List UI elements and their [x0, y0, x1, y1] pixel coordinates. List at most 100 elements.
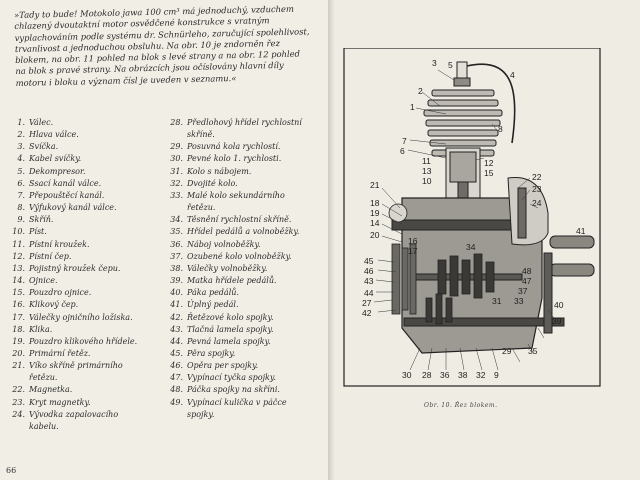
- parts-list-item: kabelu.: [8, 421, 158, 433]
- label-7: 7: [402, 136, 407, 146]
- label-42: 42: [362, 308, 372, 318]
- part-name: spojky.: [187, 409, 215, 419]
- parts-list-item: 42.Řetězové kolo spojky.: [167, 312, 327, 324]
- part-name: Tlačná lamela spojky.: [187, 324, 274, 334]
- part-number: [167, 129, 187, 141]
- part-name: Pevná lamela spojky.: [187, 336, 271, 346]
- label-36: 36: [440, 370, 450, 380]
- label-29: 29: [502, 346, 512, 356]
- part-name: Vypínací kulička v páčce: [187, 397, 287, 407]
- part-name: Klika.: [29, 324, 53, 334]
- part-name: Pístní kroužek.: [29, 239, 90, 249]
- parts-list-item: 31.Kolo s nábojem.: [167, 166, 327, 178]
- parts-list-item: 6.Ssací kanál válce.: [8, 178, 158, 190]
- label-5: 5: [448, 60, 453, 70]
- label-9: 9: [494, 370, 499, 380]
- label-4: 4: [510, 70, 515, 80]
- part-name: Magnetka.: [29, 385, 73, 395]
- part-number: 22.: [12, 385, 25, 395]
- parts-list-item: 32.Dvojité kolo.: [167, 178, 327, 190]
- part-name: řetězu.: [29, 373, 58, 383]
- parts-list-item: 28.Předlohový hřídel rychlostní: [167, 117, 327, 129]
- part-number: 39.: [170, 276, 183, 286]
- parts-list-item: 17.Válečky ojničního ložiska.: [8, 312, 158, 324]
- part-name: Malé kolo sekundárního: [187, 190, 285, 200]
- parts-list-item: skříně.: [167, 129, 327, 141]
- label-28: 28: [422, 370, 432, 380]
- label-31: 31: [492, 296, 502, 306]
- part-name: Páka pedálů.: [187, 288, 239, 298]
- label-47: 47: [522, 276, 532, 286]
- parts-list-item: řetězu.: [167, 202, 327, 214]
- parts-list-item: 37.Ozubené kolo volnoběžky.: [167, 251, 327, 263]
- part-number: 41.: [170, 300, 183, 310]
- parts-list-item: 1.Válec.: [8, 117, 158, 129]
- gearbox-gears: [425, 253, 495, 325]
- parts-list-item: řetězu.: [8, 372, 158, 384]
- label-46: 46: [364, 266, 374, 276]
- part-number: 31.: [170, 166, 183, 176]
- part-number: 33.: [170, 190, 183, 200]
- parts-list-item: 22. Magnetka.: [8, 384, 158, 396]
- left-page: »Tady to bude! Motokolo jawa 100 cm³ má …: [0, 0, 330, 480]
- part-name: Hřídel pedálů a volnoběžky.: [187, 227, 300, 237]
- parts-list-item: 4.Kabel svíčky.: [8, 153, 158, 165]
- label-37: 37: [518, 286, 528, 296]
- part-name: řetězu.: [187, 203, 216, 213]
- parts-list-item: 11. Pístní kroužek.: [8, 239, 158, 251]
- part-number: 5.: [17, 166, 25, 176]
- parts-list-item: 10.Píst.: [8, 226, 158, 238]
- label-3: 3: [432, 58, 437, 68]
- part-name: Předlohový hřídel rychlostní: [187, 118, 302, 127]
- parts-list-item: spojky.: [167, 409, 327, 421]
- parts-list-item: 38.Válečky volnoběžky.: [167, 263, 327, 275]
- part-number: 2.: [17, 130, 25, 140]
- parts-list-item: 30.Pevné kolo 1. rychlosti.: [167, 153, 327, 165]
- parts-list-item: 33. Malé kolo sekundárního: [167, 190, 327, 202]
- part-name: Posuvná kola rychlostí.: [187, 142, 281, 152]
- label-40: 40: [554, 300, 564, 310]
- part-number: 15.: [12, 288, 25, 298]
- part-name: Páčka spojky na skříni.: [187, 385, 280, 395]
- part-number: 13.: [12, 263, 25, 273]
- parts-list-item: 23.Kryt magnetky.: [8, 397, 158, 409]
- part-number: 18.: [12, 324, 25, 334]
- parts-list-item: 16.Klikový čep.: [8, 299, 158, 311]
- cylinder-head-fins: [423, 89, 503, 157]
- label-8: 8: [498, 124, 503, 134]
- pedal: [543, 235, 595, 334]
- parts-list-item: 19.Pouzdro klikového hřídele.: [8, 336, 158, 348]
- part-number: 36.: [170, 239, 183, 249]
- part-name: Ozubené kolo volnoběžky.: [187, 251, 292, 261]
- label-2: 2: [418, 86, 423, 96]
- parts-list-item: 46.Opěra per spojky.: [167, 360, 327, 372]
- part-name: Kryt magnetky.: [29, 397, 91, 407]
- part-number: 17.: [12, 312, 25, 322]
- label-33: 33: [514, 296, 524, 306]
- parts-list-item: 44.Pevná lamela spojky.: [167, 336, 327, 348]
- parts-list-item: 18. Klika.: [8, 324, 158, 336]
- parts-list-item: 43.Tlačná lamela spojky.: [167, 324, 327, 336]
- parts-list-item: 36.Náboj volnoběžky.: [167, 239, 327, 251]
- leader-lines: [373, 69, 555, 371]
- part-number: 10.: [12, 227, 25, 237]
- intro-text: »Tady to bude! Motokolo jawa 100 cm³ má …: [14, 3, 310, 88]
- part-name: Dvojité kolo.: [187, 178, 238, 188]
- part-name: Skříň.: [29, 215, 54, 225]
- part-number: 46.: [170, 361, 183, 371]
- part-name: kabelu.: [29, 421, 59, 431]
- part-number: 24.: [12, 409, 25, 419]
- part-number: [8, 372, 29, 384]
- label-34: 34: [466, 242, 476, 252]
- part-name: Dekompresor.: [29, 166, 86, 176]
- part-number: 34.: [170, 215, 183, 225]
- part-number: 14.: [12, 276, 25, 286]
- parts-list-item: 7.Přepouštěcí kanál.: [8, 190, 158, 202]
- figure-caption: Obr. 10. Řez blokem.: [424, 402, 498, 409]
- part-name: Pístní čep.: [29, 251, 72, 261]
- label-20: 20: [370, 230, 380, 240]
- parts-list-item: 9.Skříň.: [8, 214, 158, 226]
- part-number: 21.: [12, 361, 25, 371]
- part-number: 11.: [12, 239, 25, 249]
